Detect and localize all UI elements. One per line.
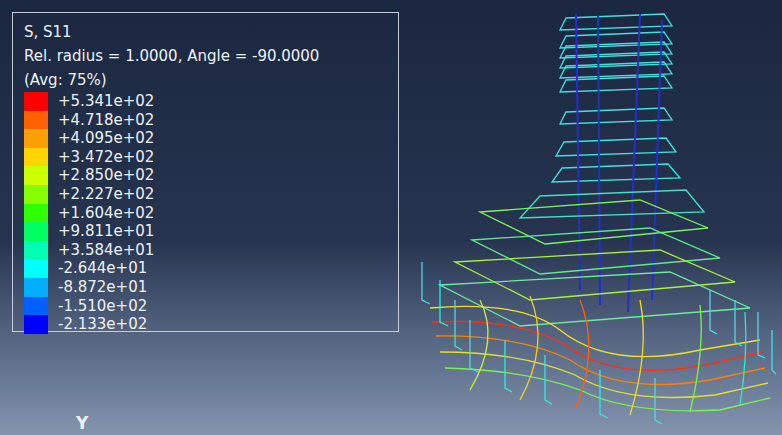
legend-swatch [24, 185, 48, 204]
averaging-note: (Avg: 75%) [24, 72, 107, 89]
axis-label: Y [76, 414, 88, 433]
legend-value: -1.510e+02 [58, 298, 147, 315]
legend-swatch [24, 297, 48, 316]
legend-value: +1.604e+02 [58, 205, 154, 222]
legend-swatch [24, 129, 48, 148]
legend-swatch [24, 148, 48, 167]
legend-swatch [24, 92, 48, 111]
variable-name: S, S11 [24, 24, 72, 41]
floor-slab [440, 190, 750, 326]
legend-swatch [24, 278, 48, 297]
section-point: Rel. radius = 1.0000, Angle = -90.0000 [24, 48, 319, 65]
legend-swatch [24, 259, 48, 278]
legend-swatch [24, 241, 48, 260]
legend-swatch [24, 111, 48, 130]
legend-swatch [24, 204, 48, 223]
legend-value: +3.472e+02 [58, 149, 154, 166]
legend-swatch [24, 166, 48, 185]
legend-value: +4.095e+02 [58, 130, 154, 147]
legend-value: +9.811e+01 [58, 223, 154, 240]
legend-value: +2.850e+02 [58, 167, 154, 184]
legend-swatch [24, 315, 48, 334]
legend-swatch [24, 222, 48, 241]
legend-value: +3.584e+01 [58, 242, 154, 259]
legend-value: -2.133e+02 [58, 316, 147, 333]
legend-value: +4.718e+02 [58, 112, 154, 129]
legend-value: -8.872e+01 [58, 279, 147, 296]
legend-value: +5.341e+02 [58, 93, 154, 110]
legend-value: -2.644e+01 [58, 260, 147, 277]
legend-value: +2.227e+02 [58, 186, 154, 203]
wall-bar [422, 262, 776, 424]
